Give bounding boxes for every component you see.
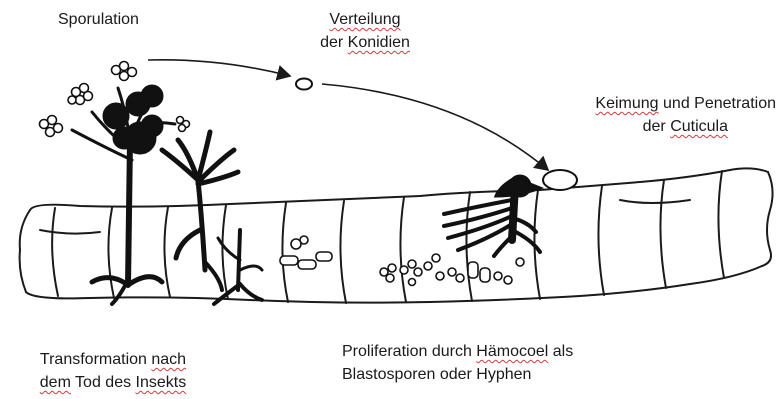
landing-arrow bbox=[322, 84, 548, 170]
label-transformation-line1-b: nach bbox=[151, 351, 186, 368]
penetrating-fungus bbox=[444, 176, 540, 256]
label-proliferation-line1-c: als bbox=[548, 343, 573, 360]
label-sporulation: Sporulation bbox=[58, 8, 139, 31]
label-germination: Keimung und Penetration der Cuticula bbox=[540, 92, 776, 138]
airborne-conidium bbox=[296, 79, 312, 90]
germinating-conidium bbox=[543, 170, 577, 190]
label-distribution-line2-b: Konidien bbox=[348, 34, 410, 51]
label-distribution-line2-a: der bbox=[320, 34, 348, 51]
label-germination-line2-b: Cuticula bbox=[670, 118, 728, 135]
label-transformation-line2-a: dem bbox=[40, 374, 71, 391]
label-transformation-line2-c: Insekts bbox=[136, 374, 187, 391]
label-proliferation-line1-b: Hämocoel bbox=[476, 343, 548, 360]
label-proliferation-line2: Blastosporen oder Hyphen bbox=[342, 363, 573, 386]
label-germination-line2-a: der bbox=[643, 118, 671, 135]
label-distribution: Verteilung der Konidien bbox=[290, 8, 440, 54]
label-sporulation-text: Sporulation bbox=[58, 8, 139, 31]
label-germination-line1-b: und Penetration bbox=[659, 95, 776, 112]
label-germination-line1-a: Keimung bbox=[595, 95, 658, 112]
branched-mycelium bbox=[162, 132, 262, 304]
label-transformation: Transformation nach dem Tod des Insekts bbox=[10, 348, 216, 394]
label-transformation-line1-a: Transformation bbox=[40, 351, 151, 368]
label-transformation-line2-b: Tod des bbox=[71, 374, 136, 391]
hyphal-chain bbox=[280, 236, 332, 269]
label-distribution-line1: Verteilung bbox=[329, 11, 400, 28]
sporulating-fungus bbox=[72, 86, 175, 304]
label-proliferation: Proliferation durch Hämocoel als Blastos… bbox=[342, 340, 573, 386]
label-proliferation-line1-a: Proliferation durch bbox=[342, 343, 476, 360]
dispersal-arrow bbox=[148, 60, 290, 76]
